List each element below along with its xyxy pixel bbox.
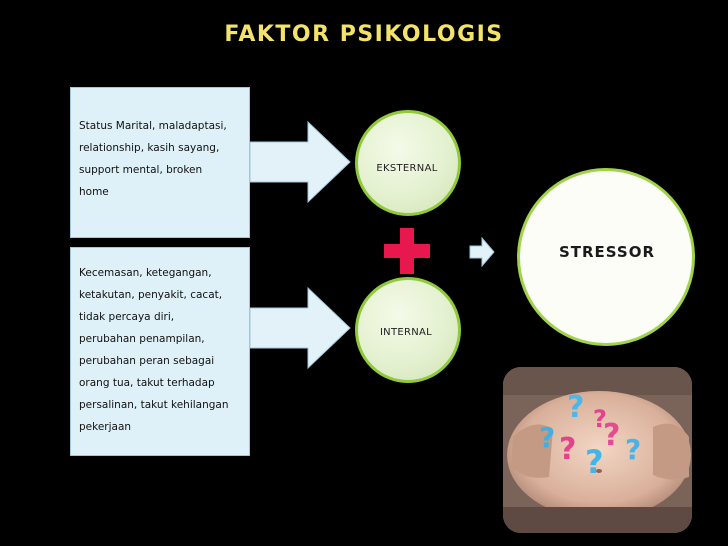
internal-circle: INTERNAL [355,277,461,383]
arrow-right-icon [250,286,351,370]
stressor-circle: STRESSOR [517,168,695,346]
question-mark-icon: ? [539,421,555,454]
internal-label: INTERNAL [379,326,433,338]
plus-icon [384,228,430,274]
question-mark-icon: ? [567,390,584,425]
external-label: EKSTERNAL [376,162,438,174]
external-factor-line: home [79,186,109,198]
question-mark-icon: ? [603,418,620,453]
page-title: FAKTOR PSIKOLOGIS [224,22,504,47]
internal-factor-line: perubahan penampilan, [79,333,205,345]
internal-factor-line: Kecemasan, ketegangan, [79,267,212,279]
internal-factors-box: Kecemasan, ketegangan, ketakutan, penyak… [70,247,250,456]
external-factor-line: Status Marital, maladaptasi, [79,120,227,132]
internal-factor-line: pekerjaan [79,421,132,433]
internal-factor-line: tidak percaya diri, [79,311,175,323]
question-mark-icon: ? [625,433,641,466]
belly-illustration: ? ? ? ? ? ? ? [503,367,692,533]
question-mark-icon: ? [593,405,607,433]
external-circle: EKSTERNAL [355,110,461,216]
pregnant-belly-image: ? ? ? ? ? ? ? [503,367,692,533]
internal-factor-line: orang tua, takut terhadap [79,377,215,389]
internal-factor-line: perubahan peran sebagai [79,355,215,367]
external-factor-line: relationship, kasih sayang, [79,142,220,154]
external-factors-box: Status Marital, maladaptasi, relationshi… [70,87,250,238]
external-factor-line: support mental, broken [79,164,203,176]
arrow-right-icon [469,237,495,267]
internal-factor-line: ketakutan, penyakit, cacat, [79,289,223,301]
question-mark-icon: ? [559,432,576,467]
arrow-right-icon [250,120,351,204]
question-mark-icon: ? [585,443,604,481]
stressor-label: STRESSOR [558,243,656,261]
internal-factor-line: persalinan, takut kehilangan [79,399,229,411]
